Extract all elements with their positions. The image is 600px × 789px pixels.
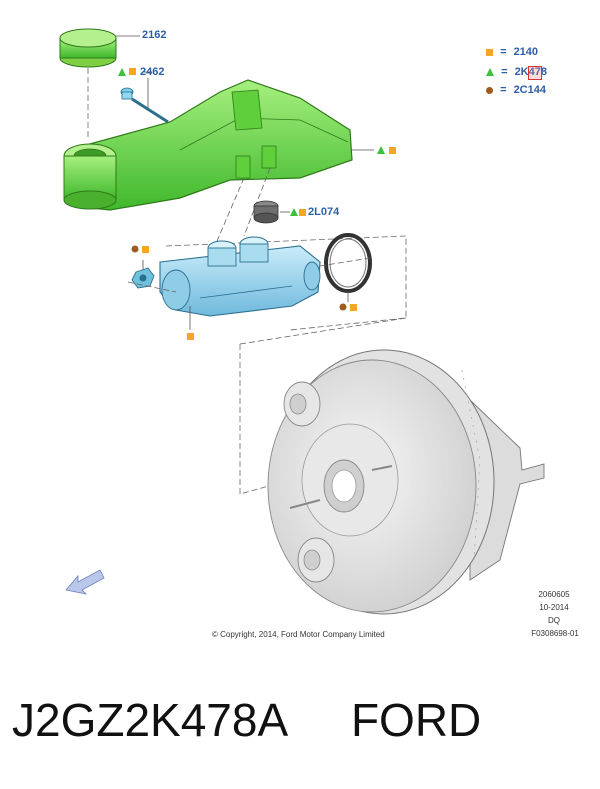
legend-code: 2C144 — [513, 84, 546, 96]
legend-row-dot: = 2C144 — [486, 84, 546, 98]
legend-equals: = — [500, 84, 507, 96]
nut-axis-line — [127, 281, 177, 293]
square-marker-icon — [142, 246, 149, 253]
brake-fluid-reservoir — [63, 79, 353, 211]
triangle-marker-icon — [118, 68, 126, 76]
square-marker-icon — [486, 48, 493, 56]
drawing-code: DQ — [548, 616, 560, 625]
legend-equals: = — [501, 66, 508, 78]
dot-marker-icon — [486, 86, 493, 94]
brake-master-cylinder — [159, 236, 321, 317]
dot-marker-icon — [339, 303, 347, 311]
dot-marker-icon — [131, 245, 139, 253]
booster-group-outline-top — [239, 317, 407, 345]
legend-equals: = — [500, 46, 507, 58]
reservoir-cap — [59, 28, 117, 68]
callout-symbol-markers — [118, 68, 396, 340]
square-marker-icon — [129, 68, 136, 75]
square-marker-icon — [350, 304, 357, 311]
part-number: J2GZ2K478A — [12, 694, 289, 746]
legend-code: 2K478 — [514, 66, 547, 78]
square-marker-icon — [389, 147, 396, 154]
part-caption: J2GZ2K478A FORD — [12, 693, 481, 747]
triangle-marker-icon — [377, 146, 385, 154]
triangle-marker-icon — [486, 68, 494, 77]
callout-sensor-number: 2462 — [140, 66, 165, 78]
copyright-notice: © Copyright, 2014, Ford Motor Company Li… — [212, 630, 385, 639]
drawing-number: 2060605 — [538, 590, 570, 599]
reservoir-axis-line-b — [243, 167, 271, 237]
brand-name: FORD — [350, 694, 482, 746]
callout-grommet-number: 2L074 — [308, 206, 340, 218]
fluid-level-sensor — [120, 87, 169, 124]
drawing-reference: F0308698-01 — [531, 629, 579, 638]
highlight-box-icon — [528, 66, 542, 80]
reservoir-grommet — [253, 200, 279, 224]
mounting-nut — [131, 267, 155, 289]
square-marker-icon — [187, 333, 194, 340]
master-cylinder-group-outline — [165, 235, 407, 331]
exploded-view-diagram — [59, 28, 545, 615]
legend-code: 2140 — [513, 46, 539, 58]
brake-booster — [267, 349, 545, 615]
reservoir-axis-line-a — [213, 177, 245, 249]
legend-row-triangle: = 2K478 — [486, 66, 547, 80]
callout-cap-number: 2162 — [142, 29, 167, 41]
drawing-date: 10-2014 — [539, 603, 569, 612]
front-direction-arrow-icon — [65, 569, 105, 595]
o-ring-seal — [324, 233, 372, 293]
square-marker-icon — [299, 209, 306, 216]
legend-row-square: = 2140 — [486, 46, 538, 60]
triangle-marker-icon — [290, 208, 298, 216]
